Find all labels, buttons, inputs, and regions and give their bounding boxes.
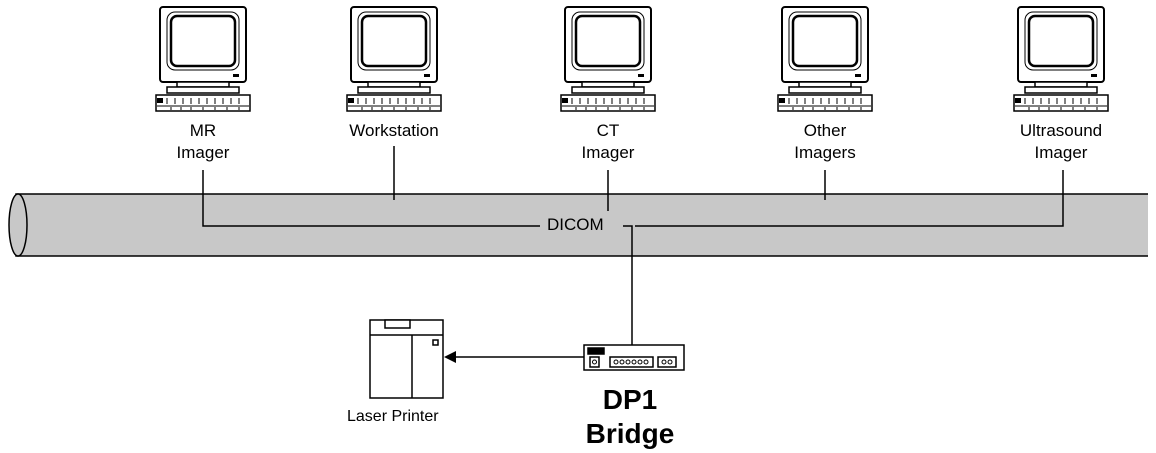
ct-imager-label-line2: Imager bbox=[581, 143, 635, 162]
other-imagers-label: Other Imagers bbox=[775, 120, 875, 164]
laser-printer-label: Laser Printer bbox=[347, 408, 439, 425]
workstation-label: Workstation bbox=[329, 120, 459, 142]
dp1-bridge-label-line2: Bridge bbox=[585, 418, 675, 449]
other-imagers-label-line2: Imagers bbox=[794, 143, 856, 162]
ct-imager-label-line1: CT bbox=[596, 121, 620, 140]
workstation-label-line1: Workstation bbox=[349, 121, 439, 140]
dp1-bridge-label: DP1 Bridge bbox=[560, 383, 700, 451]
workstation-computer-icon bbox=[345, 5, 443, 113]
other-imagers-computer-icon bbox=[776, 5, 874, 113]
mr-imager-label: MR Imager bbox=[153, 120, 253, 164]
mr-imager-label-line2: Imager bbox=[176, 143, 230, 162]
ct-imager-computer-icon bbox=[559, 5, 657, 113]
ultrasound-imager-computer-icon bbox=[1012, 5, 1110, 113]
connection-lines bbox=[202, 146, 1064, 358]
ultrasound-imager-label-line2: Imager bbox=[1034, 143, 1088, 162]
mr-imager-label-line1: MR bbox=[189, 121, 217, 140]
arrow-head-icon bbox=[444, 351, 456, 363]
laser-printer-icon bbox=[369, 319, 444, 399]
dp1-bridge-label-line1: DP1 bbox=[602, 384, 658, 415]
mr-imager-computer-icon bbox=[154, 5, 252, 113]
other-imagers-label-line1: Other bbox=[803, 121, 847, 140]
ultrasound-imager-label-line1: Ultrasound bbox=[1019, 121, 1103, 140]
bridge-device-icon bbox=[583, 344, 685, 371]
ultrasound-imager-label: Ultrasound Imager bbox=[1001, 120, 1121, 164]
dicom-network-label: DICOM bbox=[544, 215, 607, 235]
ct-imager-label: CT Imager bbox=[558, 120, 658, 164]
